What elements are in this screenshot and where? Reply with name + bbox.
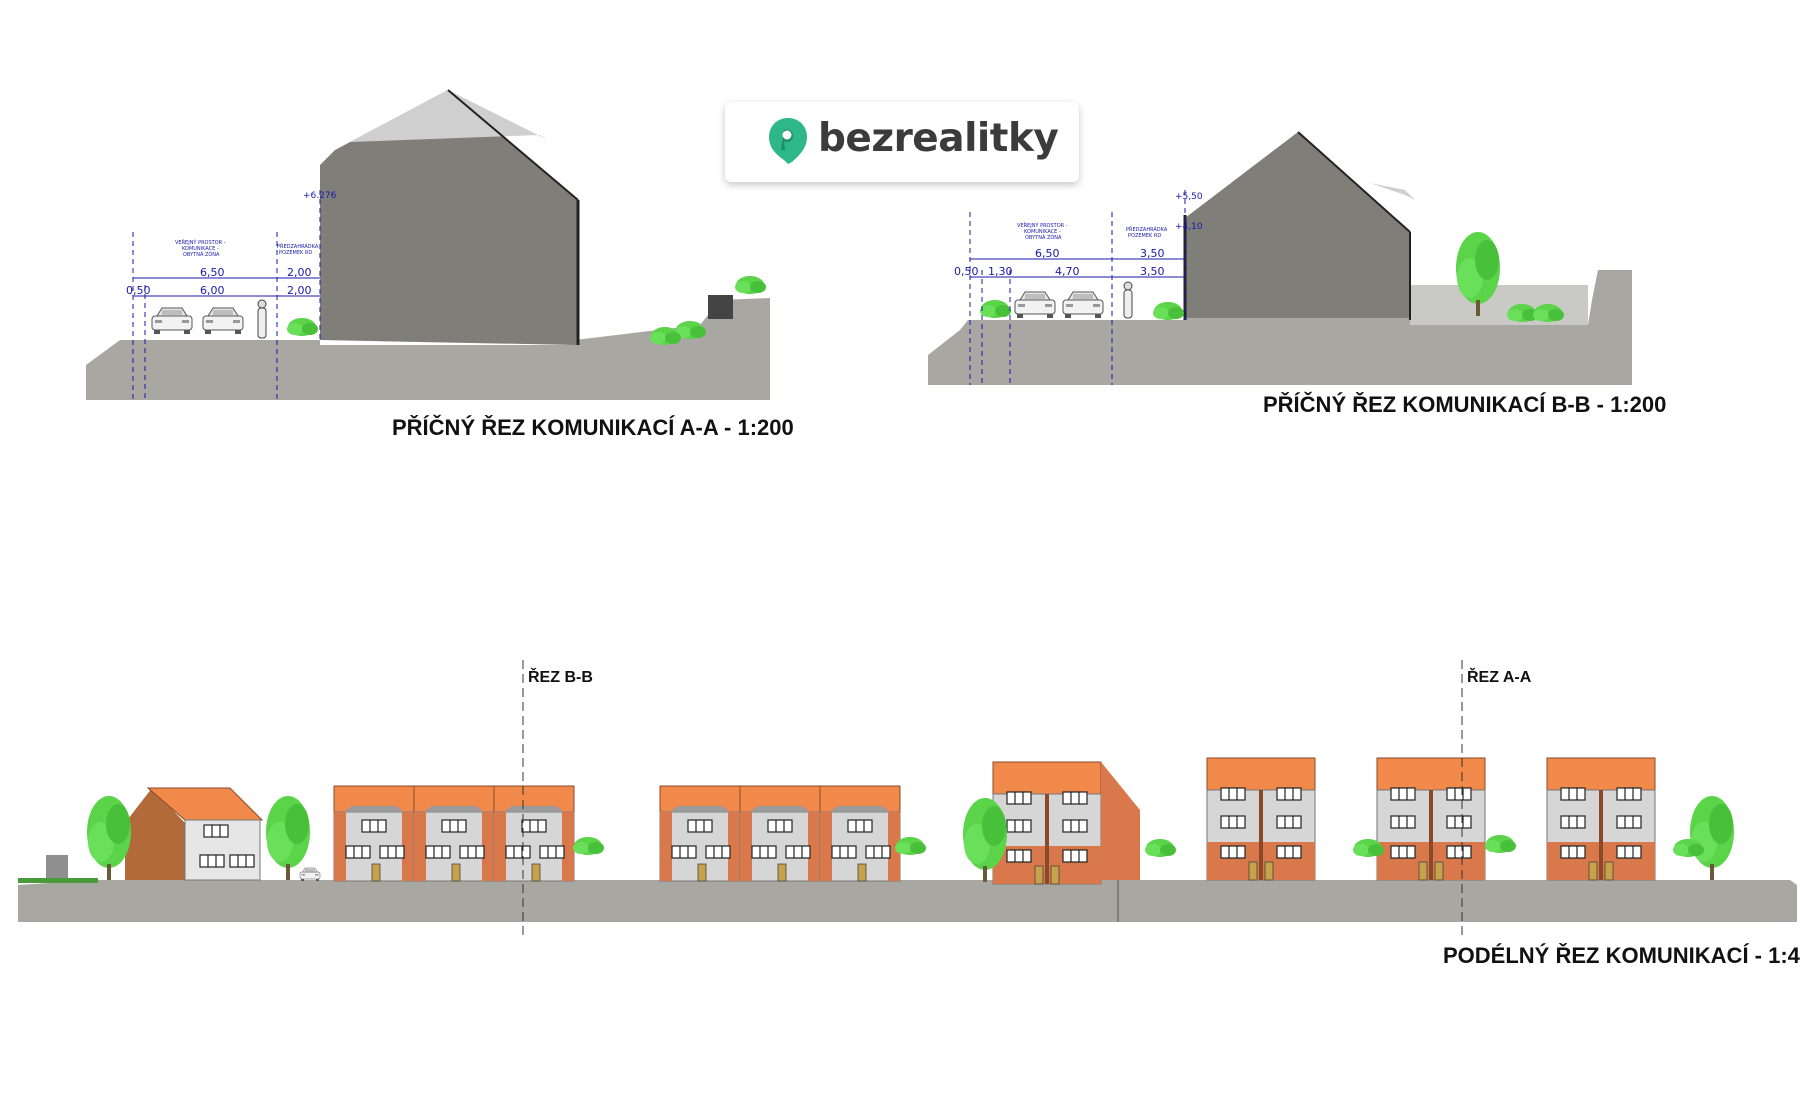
townhouse-pair: [993, 762, 1101, 884]
bush: [735, 276, 766, 294]
townhouse-unit: [334, 786, 414, 881]
house-bb: [1185, 132, 1410, 318]
zone-label-aa-1: VEŘEJNÝ PROSTOR -: [175, 238, 226, 246]
caption-section-bb: PŘÍČNÝ ŘEZ KOMUNIKACÍ B-B - 1:200: [1263, 392, 1666, 417]
dim-aa-public: 6,50: [200, 266, 225, 279]
townhouse-unit: [820, 786, 900, 881]
dim-bb-front-top: 3,50: [1140, 247, 1165, 260]
car: [151, 307, 193, 335]
bush: [980, 300, 1011, 318]
dim-bb-front-bottom: 3,50: [1140, 265, 1165, 278]
tree: [87, 796, 131, 880]
bezrealitky-logo-icon: [769, 118, 807, 164]
townhouse-pair: [1377, 758, 1485, 880]
dim-bb-edge: 0,50: [954, 265, 979, 278]
zone-label-bb-1: VEŘEJNÝ PROSTOR -: [1017, 221, 1068, 229]
dim-aa-edge: 0,50: [126, 284, 151, 297]
bush: [573, 837, 604, 855]
car: [1062, 291, 1104, 319]
logo-card[interactable]: bezrealitky: [725, 102, 1079, 182]
dim-aa-front-bottom: 2,00: [287, 284, 312, 297]
height-mark-aa: +6.276: [303, 191, 337, 201]
section-bb-drawing: 6,50 0,50 1,30 4,70 3,50 3,50 +5,50 +4,1…: [928, 131, 1632, 385]
zone-label-bb-3: OBYTNÁ ZÓNA: [1025, 234, 1062, 241]
brand-wordmark: bezrealitky: [818, 116, 1059, 161]
townhouse-unit: [414, 786, 494, 881]
section-aa-drawing: 6,50 6,00 0,50 2,00 2,00 +6.276 VEŘEJNÝ …: [86, 89, 770, 400]
house-aa: [320, 90, 578, 345]
zone-label-aa-2: KOMUNIKACE -: [182, 246, 219, 252]
zone-label-aa-3: OBYTNÁ ZÓNA: [183, 251, 220, 258]
townhouse-pair: [1547, 758, 1655, 880]
caption-section-aa: PŘÍČNÝ ŘEZ KOMUNIKACÍ A-A - 1:200: [392, 415, 794, 440]
bush: [1485, 835, 1516, 853]
dim-aa-front-top: 2,00: [287, 266, 312, 279]
ground-bb: [928, 270, 1632, 385]
pedestrian: [257, 299, 267, 339]
cut-label-bb: ŘEZ B-B: [528, 667, 593, 686]
bush: [287, 318, 318, 336]
townhouse-unit: [494, 786, 574, 881]
ground-aa: [86, 298, 770, 400]
caption-longitudinal: PODÉLNÝ ŘEZ KOMUNIKACÍ - 1:400: [1443, 943, 1800, 968]
dim-bb-side: 1,30: [988, 265, 1013, 278]
tree: [266, 796, 310, 880]
dim-aa-road: 6,00: [200, 284, 225, 297]
tree: [1690, 796, 1734, 880]
ground-long: [18, 880, 1797, 922]
cut-label-aa: ŘEZ A-A: [1467, 667, 1532, 686]
car: [202, 307, 244, 335]
dim-bb-road: 4,70: [1055, 265, 1080, 278]
front-label-aa-2: POZEMEK RD: [279, 250, 312, 256]
dim-bb-public: 6,50: [1035, 247, 1060, 260]
front-label-aa-1: PŘEDZAHRÁDKA: [277, 242, 319, 250]
bush: [1153, 302, 1184, 320]
car: [1014, 291, 1056, 319]
front-label-bb-1: PŘEDZAHRÁDKA: [1126, 225, 1168, 233]
townhouse-unit: [660, 786, 740, 881]
height-mark-bb-eave: +4,10: [1175, 222, 1203, 232]
front-label-bb-2: POZEMEK RD: [1128, 233, 1161, 239]
townhouse-unit: [740, 786, 820, 881]
height-mark-bb-top: +5,50: [1175, 192, 1203, 202]
zone-label-bb-2: KOMUNIKACE -: [1024, 229, 1061, 235]
pedestrian: [1123, 281, 1133, 319]
car: [299, 867, 321, 882]
longitudinal-drawing: [18, 660, 1797, 935]
bush: [1145, 839, 1176, 857]
townhouse-pair: [1207, 758, 1315, 880]
